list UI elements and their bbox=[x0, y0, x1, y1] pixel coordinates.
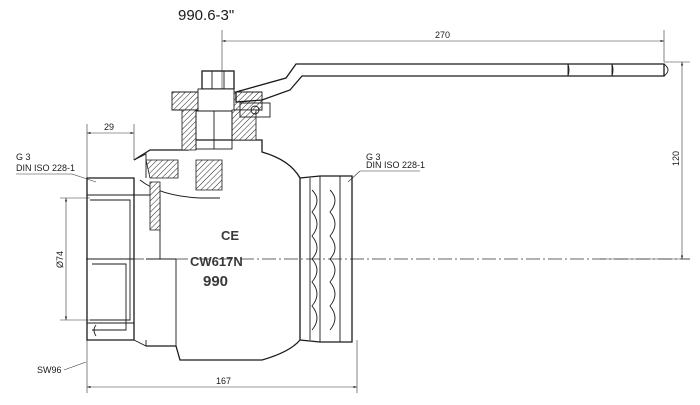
drawing-title: 990.6-3" bbox=[178, 7, 234, 24]
bore-diameter-dimension: Ø74 bbox=[55, 197, 90, 321]
material-marking: CW617N bbox=[190, 254, 243, 269]
right-thread-size: G 3 bbox=[366, 152, 381, 162]
wrench-size-label: SW96 bbox=[37, 365, 62, 375]
hex-width-dimension: 29 bbox=[86, 122, 135, 190]
wrench-size-callout: SW96 bbox=[37, 361, 87, 375]
ce-mark: CE bbox=[221, 228, 239, 243]
handle-length-dimension: 270 bbox=[221, 30, 665, 100]
bore-diameter-label: Ø74 bbox=[55, 251, 65, 268]
valve-stem bbox=[171, 70, 271, 151]
overall-length-dimension: 167 bbox=[86, 340, 358, 393]
left-thread-standard: DIN ISO 228-1 bbox=[16, 163, 75, 173]
left-thread-size: G 3 bbox=[16, 152, 31, 162]
overall-height-dimension: 120 bbox=[600, 61, 690, 260]
overall-height-label: 120 bbox=[671, 151, 681, 166]
hex-width-label: 29 bbox=[104, 122, 114, 132]
right-thread-callout: G 3 DIN ISO 228-1 bbox=[347, 152, 425, 183]
handle-length-label: 270 bbox=[435, 30, 450, 40]
valve-body bbox=[86, 139, 353, 361]
valve-handle bbox=[235, 63, 669, 103]
right-thread-standard: DIN ISO 228-1 bbox=[366, 160, 425, 170]
body-markings: CE CW617N 990 bbox=[190, 228, 243, 290]
model-marking: 990 bbox=[203, 273, 228, 290]
left-thread-callout: G 3 DIN ISO 228-1 bbox=[16, 152, 97, 183]
overall-length-label: 167 bbox=[216, 376, 231, 386]
